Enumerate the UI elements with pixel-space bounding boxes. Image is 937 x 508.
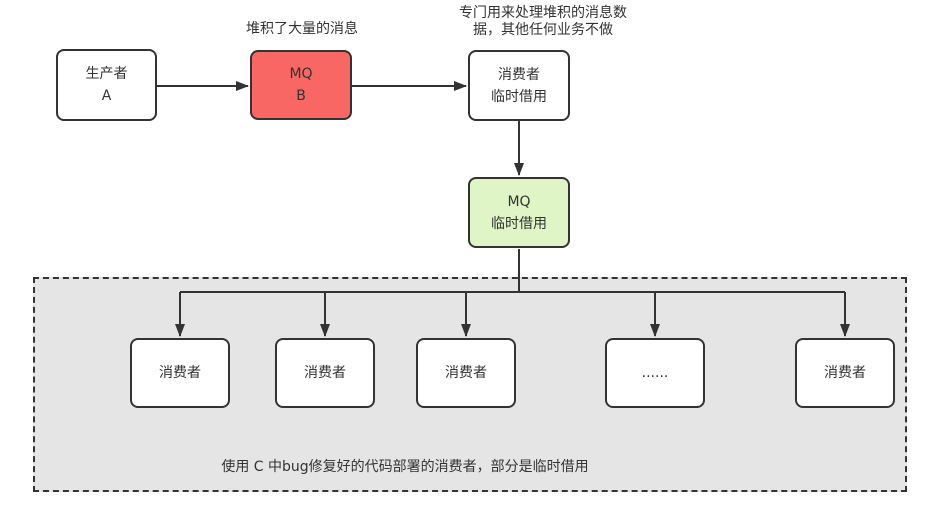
group-caption: 使用 C 中bug修复好的代码部署的消费者，部分是临时借用 <box>221 459 589 475</box>
node-consumer-ellipsis-label: ...... <box>641 365 669 381</box>
node-mq-b-label-line1: MQ <box>289 66 313 82</box>
node-consumer-temp-label-line1: 消费者 <box>498 66 540 83</box>
node-consumer-4: 消费者 <box>795 338 895 408</box>
node-consumer-1-label: 消费者 <box>159 365 201 381</box>
node-producer-a: 生产者 A <box>56 49 157 121</box>
node-consumer-3-label: 消费者 <box>445 365 487 381</box>
node-producer-a-label-line2: A <box>101 88 112 104</box>
node-mq-b-label-line2: B <box>296 88 306 104</box>
node-producer-a-label-line1: 生产者 <box>85 66 128 82</box>
annotation-dedicated-note: 专门用来处理堆积的消息数 据，其他任何业务不做 <box>446 5 640 39</box>
node-consumer-2: 消费者 <box>275 338 375 408</box>
node-mq-temp: MQ 临时借用 <box>468 177 570 248</box>
node-consumer-temp: 消费者 临时借用 <box>468 50 570 121</box>
node-consumer-ellipsis: ...... <box>605 338 705 408</box>
node-consumer-temp-label-line2: 临时借用 <box>491 88 547 105</box>
node-mq-b: MQ B <box>250 50 352 120</box>
node-consumer-1: 消费者 <box>130 338 230 408</box>
annotation-dedicated-line1: 专门用来处理堆积的消息数 <box>459 5 627 21</box>
node-mq-temp-label-line1: MQ <box>507 193 531 210</box>
node-consumer-4-label: 消费者 <box>824 365 866 381</box>
node-consumer-2-label: 消费者 <box>304 365 346 381</box>
annotation-dedicated-line2: 据，其他任何业务不做 <box>473 22 613 38</box>
node-mq-temp-label-line2: 临时借用 <box>491 215 547 232</box>
node-consumer-3: 消费者 <box>416 338 516 408</box>
annotation-backlog-note: 堆积了大量的消息 <box>246 21 358 37</box>
